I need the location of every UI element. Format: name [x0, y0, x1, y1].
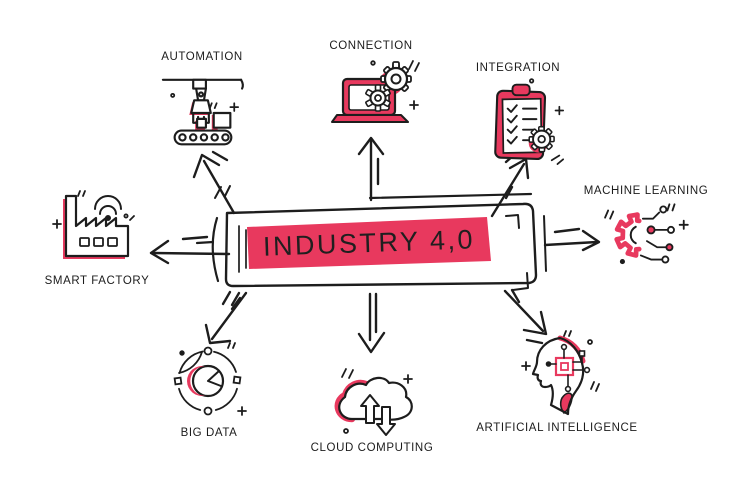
gear	[528, 126, 555, 153]
node-machine-learning	[602, 196, 696, 274]
label-big-data: BIG DATA	[180, 427, 238, 439]
label-connection: CONNECTION	[329, 40, 413, 52]
arrow-to-big-data	[204, 291, 248, 345]
orbit	[178, 350, 238, 411]
chip	[554, 356, 575, 377]
industry-banner: INDUSTRY 4,0	[195, 185, 547, 307]
label-artificial-intelligence: ARTIFICIAL INTELLIGENCE	[476, 422, 638, 434]
node-smart-factory	[50, 190, 142, 270]
chip-traces	[545, 343, 591, 393]
gear-circuit-icon	[604, 203, 689, 265]
cloud-sync-icon	[334, 368, 413, 436]
label-smart-factory: SMART FACTORY	[44, 275, 150, 287]
label-cloud-computing: CLOUD COMPUTING	[310, 442, 434, 454]
label-machine-learning: MACHINE LEARNING	[583, 185, 709, 197]
arrow-to-connection	[357, 136, 385, 202]
factory-wifi-icon	[52, 190, 135, 259]
arrow-to-automation	[192, 150, 236, 215]
clipboard-checklist-icon	[494, 78, 565, 165]
gear-large	[380, 61, 412, 93]
laptop-gears-icon	[331, 60, 420, 123]
arrow-to-artificial-intelligence	[503, 289, 548, 345]
node-automation	[157, 70, 247, 156]
sync-arrows	[360, 394, 396, 436]
gear-small	[365, 84, 391, 112]
atom-pie-chart-icon	[173, 342, 247, 416]
node-integration	[480, 78, 566, 166]
arrow-to-smart-factory	[149, 235, 231, 265]
node-big-data	[160, 336, 256, 428]
head-chip-icon	[521, 330, 600, 416]
banner-title: INDUSTRY 4,0	[263, 224, 476, 261]
pie-chart	[187, 364, 225, 398]
label-integration: INTEGRATION	[475, 62, 561, 74]
arrow-to-cloud-computing	[357, 292, 386, 354]
banner-highlight	[247, 217, 491, 269]
circuit-traces	[639, 205, 675, 264]
label-automation: AUTOMATION	[161, 51, 243, 63]
node-artificial-intelligence	[510, 328, 602, 422]
node-connection	[329, 56, 421, 138]
robot-arm-conveyor-icon	[161, 78, 244, 146]
arrow-to-machine-learning	[543, 227, 601, 252]
windows	[79, 237, 118, 247]
orbit-nodes	[173, 346, 242, 416]
node-cloud-computing	[326, 356, 420, 442]
wifi-signal	[94, 195, 122, 221]
